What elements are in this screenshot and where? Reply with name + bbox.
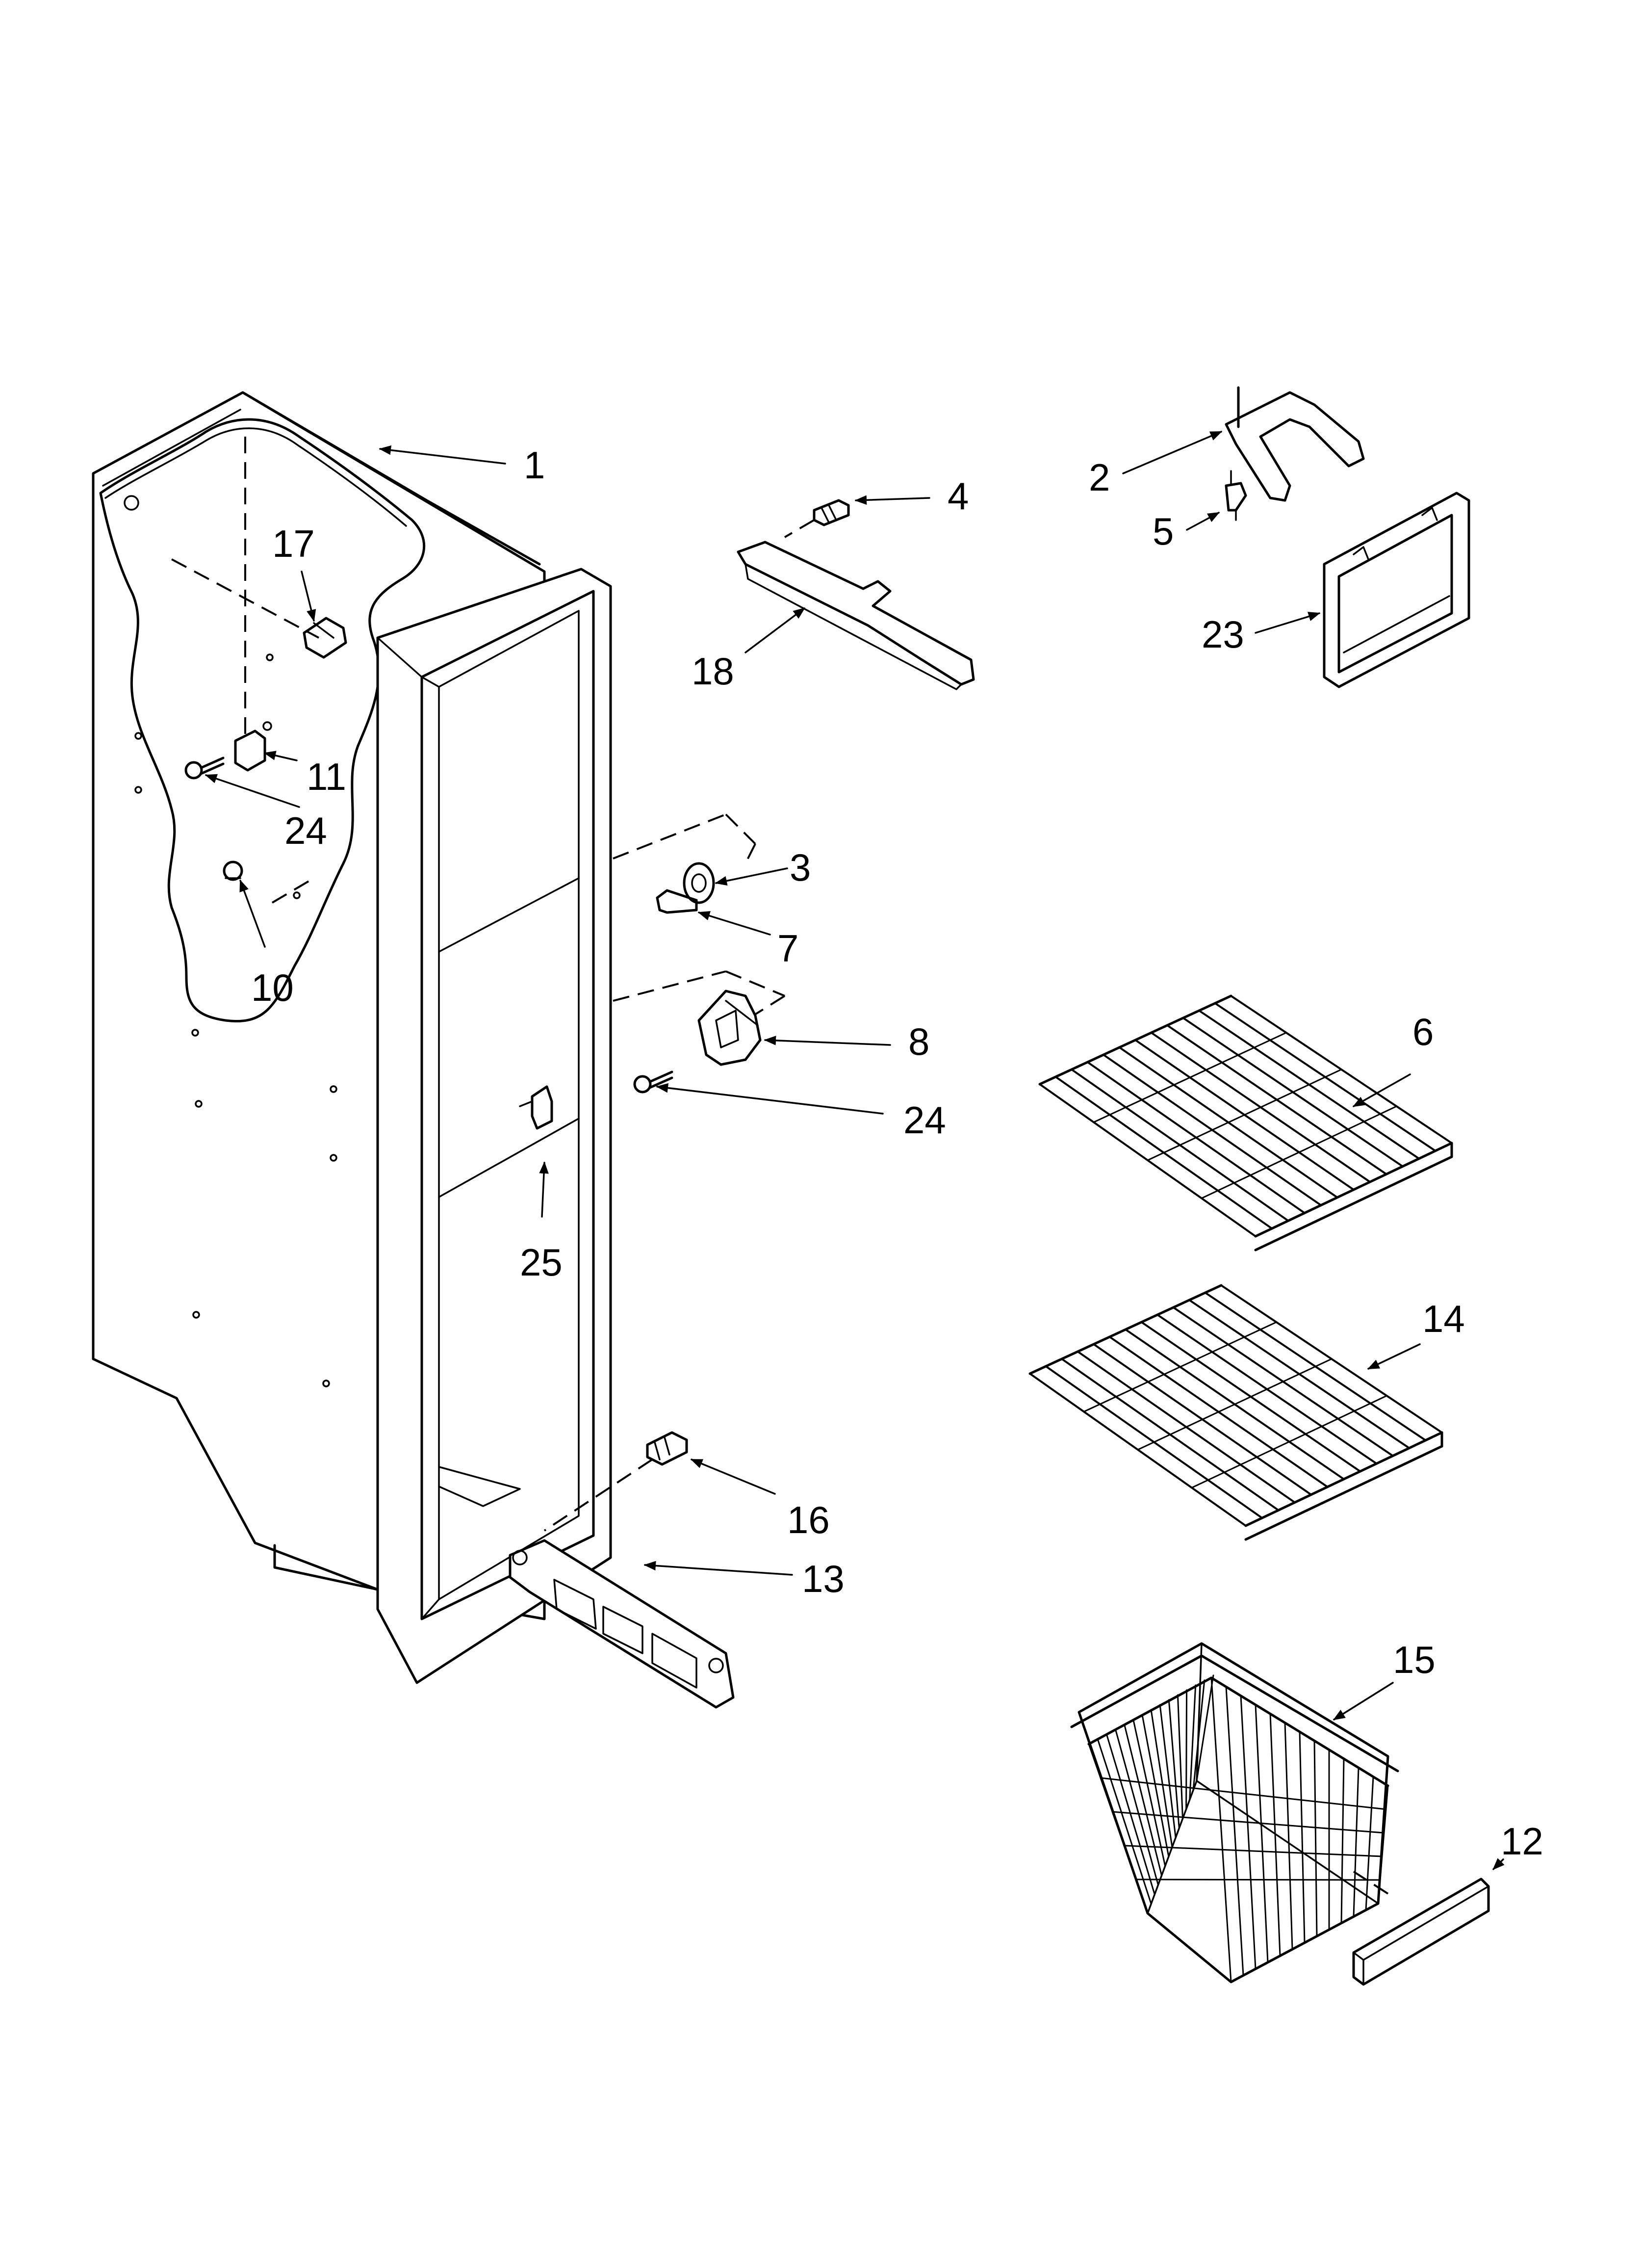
callout-3: 3	[790, 846, 811, 889]
callout-labels: 1 2 3 4 5 6 7 8 10 11 12 13 14 15 16 17 …	[251, 443, 1543, 1863]
part-14-wire-shelf	[1028, 1284, 1443, 1541]
part-23-light-shield	[1323, 492, 1470, 688]
part-24-screw-upper	[184, 756, 225, 780]
part-5-screw	[1225, 470, 1247, 521]
callout-11: 11	[307, 755, 346, 798]
part-18-bracket	[737, 541, 975, 690]
callout-8: 8	[908, 1020, 929, 1063]
callout-4: 4	[948, 474, 969, 518]
part-16-screw	[646, 1431, 688, 1466]
callout-14: 14	[1422, 1297, 1465, 1340]
callout-13: 13	[802, 1557, 845, 1600]
callout-16: 16	[787, 1498, 830, 1541]
callout-12: 12	[1501, 1820, 1543, 1863]
callout-25: 25	[520, 1241, 563, 1284]
part-6-wire-shelf	[1038, 994, 1453, 1251]
part-2-bracket	[1225, 386, 1365, 502]
part-17-clip	[303, 617, 347, 659]
callout-10: 10	[251, 966, 294, 1009]
callout-1: 1	[524, 443, 545, 487]
callout-6: 6	[1412, 1010, 1434, 1053]
part-10-plug	[223, 860, 243, 881]
callout-2: 2	[1089, 456, 1110, 499]
callout-7: 7	[777, 927, 798, 970]
part-13-grille	[509, 1539, 735, 1709]
callout-24-lower: 24	[903, 1098, 946, 1142]
part-3-bushing	[683, 862, 715, 904]
part-12-basket-trim	[1352, 1871, 1490, 1986]
callout-5: 5	[1153, 510, 1174, 553]
part-24-screw-lower	[633, 1070, 673, 1094]
callout-24-upper: 24	[284, 809, 327, 852]
callout-18: 18	[692, 650, 734, 693]
part-25-clip	[519, 1085, 553, 1130]
callout-23: 23	[1202, 613, 1244, 656]
leader-lines	[205, 431, 1505, 1870]
part-8-shelf-support	[697, 990, 762, 1066]
part-15-wire-basket	[1070, 1642, 1399, 1983]
part-11-bracket	[234, 721, 272, 772]
freezer-liner-cabinet	[92, 391, 612, 1684]
callout-17: 17	[272, 522, 315, 565]
part-7-screw	[656, 889, 698, 914]
callout-15: 15	[1393, 1638, 1436, 1681]
part-4-screw	[784, 499, 850, 538]
